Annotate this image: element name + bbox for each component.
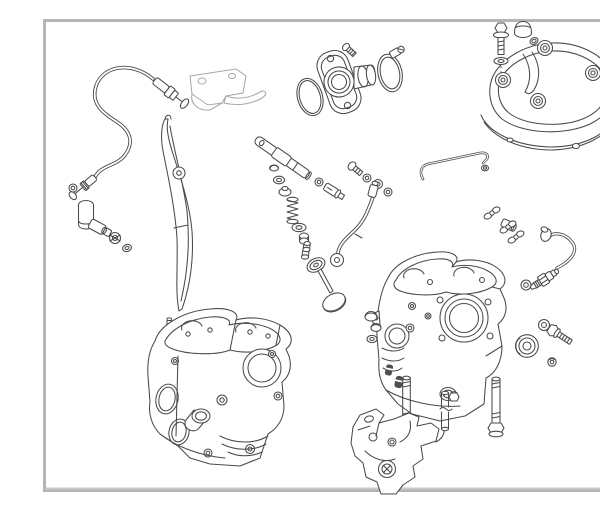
cable-elbow-adjuster (69, 184, 132, 253)
cable-bracket (190, 69, 266, 110)
hose-clamp (374, 45, 405, 94)
valve-cover (481, 41, 600, 151)
parts-diagram-canvas (40, 16, 600, 496)
bolt-with-washer (539, 320, 575, 348)
tappet-adjuster-screws (315, 160, 364, 201)
spark-plug-and-lead (521, 226, 575, 293)
breather-cap (515, 22, 540, 46)
breather-rod (421, 153, 489, 179)
cable-guide-clips (482, 206, 526, 244)
bearing (516, 335, 539, 358)
tensioner-blade (162, 115, 193, 311)
parts-diagram-figure (40, 16, 600, 496)
right-cylinder-head (372, 252, 506, 421)
valve-spring-stack (270, 165, 311, 259)
small-nut (548, 358, 556, 366)
engine-mount-bracket (351, 409, 439, 494)
left-cylinder-head (148, 309, 291, 466)
rocker-shaft (253, 134, 313, 181)
